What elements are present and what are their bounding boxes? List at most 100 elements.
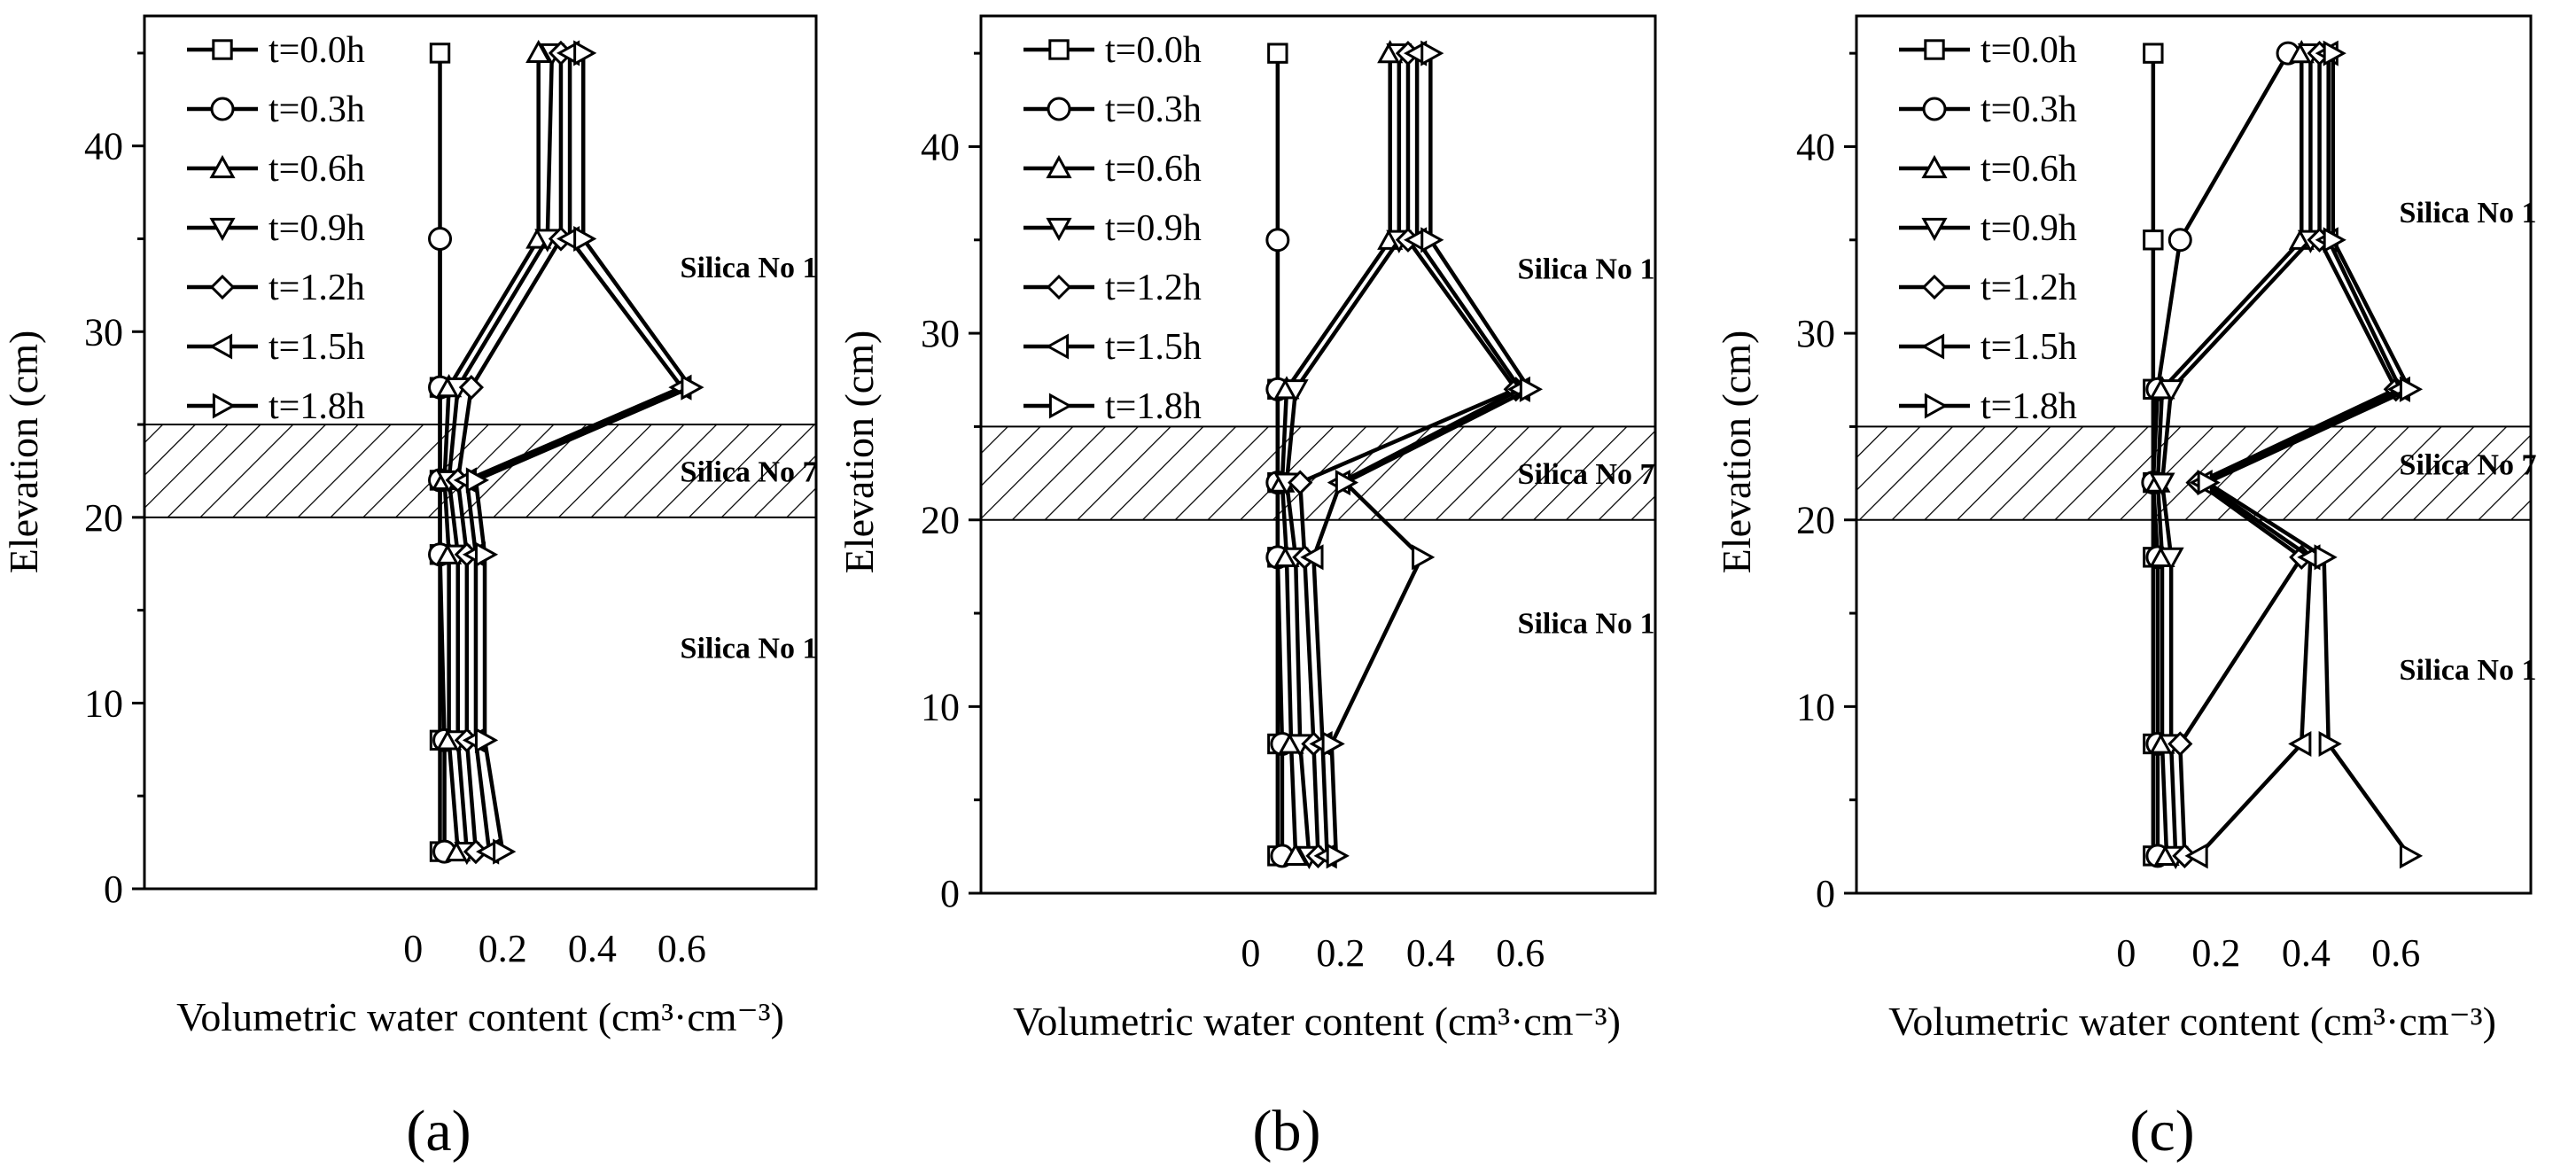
y-tick-label: 30 — [1796, 312, 1835, 355]
legend-label: t=1.8h — [1105, 386, 1202, 427]
y-tick-label: 10 — [921, 685, 960, 728]
legend-label: t=0.0h — [1981, 30, 2077, 71]
panel-label: (a) — [406, 1099, 471, 1163]
legend-label: t=1.5h — [1105, 327, 1202, 368]
legend-marker — [1045, 333, 1070, 360]
data-point — [1420, 40, 1444, 66]
data-point — [465, 467, 490, 494]
data-point — [2399, 376, 2424, 402]
y-tick-label: 40 — [921, 125, 960, 168]
data-point — [493, 838, 517, 865]
legend-label: t=1.2h — [1981, 268, 2077, 308]
series-line — [438, 238, 447, 852]
x-tick-label: 0.6 — [2371, 931, 2420, 975]
legend-marker — [1921, 274, 1948, 300]
data-point — [1265, 228, 1290, 253]
data-point — [525, 39, 552, 64]
data-point — [1282, 842, 1309, 866]
legend-marker — [1046, 274, 1072, 300]
y-axis-title: Elevation (cm) — [1714, 331, 1759, 574]
data-point — [1326, 843, 1350, 869]
legend-label: t=0.9h — [1981, 208, 2077, 249]
data-point — [1335, 470, 1359, 496]
data-point — [2158, 547, 2184, 571]
layer-label: Silica No 7 — [1518, 458, 1655, 491]
x-tick-label: 0 — [2116, 931, 2136, 975]
x-axis-title: Volumetric water content (cm³·cm⁻³) — [176, 994, 784, 1039]
panel-label: (b) — [1253, 1099, 1321, 1163]
data-point — [1267, 43, 1288, 64]
panel-label: (c) — [2129, 1099, 2194, 1163]
data-point — [2143, 43, 2164, 64]
legend-marker — [1047, 97, 1071, 121]
y-tick-label: 0 — [1816, 872, 1835, 915]
y-axis-title: Elevation (cm) — [837, 331, 882, 574]
legend-marker — [209, 274, 236, 300]
data-point — [2167, 228, 2192, 253]
data-point — [681, 374, 704, 401]
x-tick-label: 0.2 — [2191, 931, 2240, 975]
x-tick-label: 0.2 — [1316, 931, 1365, 975]
data-point — [2288, 730, 2312, 758]
layer-label: Silica No 1 — [681, 633, 818, 665]
data-point — [2167, 731, 2193, 757]
plot-frame — [143, 14, 818, 891]
layer-label: Silica No 7 — [2400, 449, 2537, 482]
legend-label: t=0.3h — [1981, 89, 2077, 130]
y-tick-label: 30 — [921, 312, 960, 355]
legend-label: t=1.2h — [1105, 268, 1202, 308]
legend-label: t=1.8h — [1981, 386, 2077, 427]
x-tick-label: 0.4 — [2282, 931, 2331, 975]
x-tick-label: 0.2 — [479, 927, 527, 970]
legend-marker — [1924, 39, 1945, 60]
legend-marker — [1920, 333, 1945, 360]
legend-marker — [212, 393, 237, 419]
x-tick-label: 0.6 — [1496, 931, 1545, 975]
x-tick-label: 0 — [403, 927, 423, 970]
x-axis-title: Volumetric water content (cm³·cm⁻³) — [1013, 999, 1621, 1044]
x-tick-label: 0.4 — [568, 927, 617, 970]
y-tick-label: 40 — [84, 125, 123, 168]
y-tick-label: 0 — [104, 868, 123, 911]
series-line — [1275, 239, 1285, 856]
data-point — [2184, 843, 2208, 869]
layer-label: Silica No 1 — [2400, 197, 2537, 230]
legend: t=0.0ht=0.3ht=0.6ht=0.9ht=1.2ht=1.5ht=1.… — [187, 30, 365, 427]
legend-label: t=0.0h — [268, 30, 365, 71]
layer-label: Silica No 1 — [1518, 608, 1655, 641]
legend-marker — [1048, 39, 1070, 60]
y-axis-title: Elevation (cm) — [1, 331, 46, 574]
data-point — [2399, 843, 2424, 869]
y-tick-label: 20 — [1796, 499, 1835, 542]
legend-label: t=0.6h — [268, 149, 365, 190]
legend-label: t=0.9h — [1105, 208, 1202, 249]
legend-marker — [212, 39, 233, 60]
layer-label: Silica No 1 — [681, 252, 818, 284]
legend-label: t=0.9h — [268, 208, 365, 249]
data-point — [1288, 470, 1313, 495]
data-point — [1300, 544, 1324, 571]
x-tick-label: 0.4 — [1406, 931, 1455, 975]
legend-label: t=0.6h — [1981, 149, 2077, 190]
series-t=1.8h — [465, 40, 704, 865]
legend-label: t=0.3h — [268, 89, 365, 130]
data-point — [2323, 227, 2346, 253]
legend-marker — [208, 333, 233, 360]
plot-frame — [979, 14, 1657, 895]
legend-marker — [1922, 97, 1947, 121]
x-tick-label: 0.6 — [658, 927, 706, 970]
legend-label: t=1.5h — [268, 327, 365, 368]
data-point — [1321, 730, 1345, 758]
legend-label: t=1.5h — [1981, 327, 2077, 368]
data-point — [1420, 227, 1444, 253]
legend-marker — [210, 97, 235, 121]
y-tick-label: 30 — [84, 310, 123, 354]
data-point — [2158, 379, 2184, 403]
legend-label: t=0.0h — [1105, 30, 1202, 71]
y-tick-label: 40 — [1796, 125, 1835, 168]
layer-label: Silica No 1 — [2400, 654, 2537, 687]
